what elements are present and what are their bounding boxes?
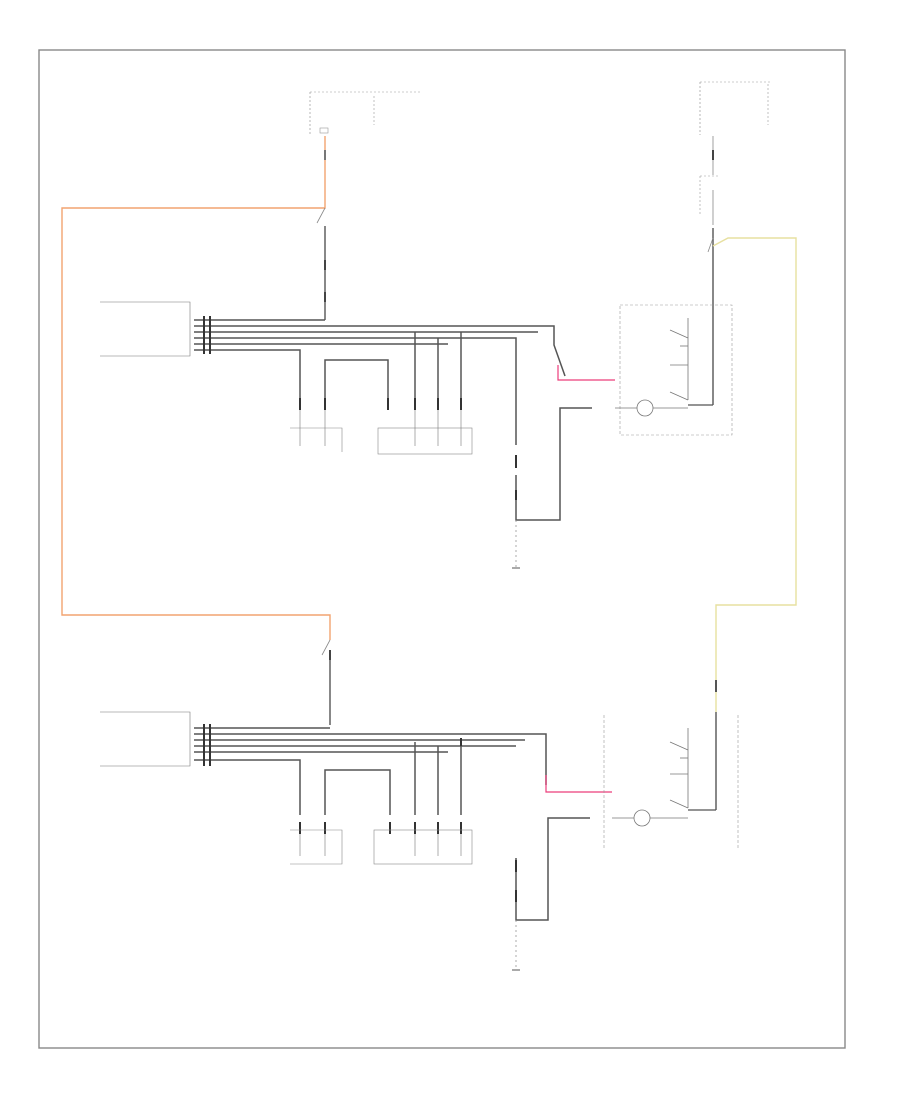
- passenger-motor-b: [373, 829, 473, 865]
- passenger-seat-module: [100, 711, 191, 767]
- passenger-motor-a: [290, 829, 343, 865]
- driver-seat-module: [100, 301, 191, 357]
- passenger-ground: [512, 920, 520, 971]
- driver-feed-wire: [316, 207, 326, 320]
- driver-seat-switch: [615, 304, 733, 436]
- fuse-block-left: [309, 91, 420, 135]
- driver-motor-b: [377, 410, 473, 455]
- connector-top-right: [699, 175, 720, 308]
- passenger-feed-wire: [321, 639, 331, 725]
- driver-harness-markers: [203, 316, 517, 500]
- driver-pink-wire: [557, 365, 615, 381]
- diagram-frame: [38, 49, 846, 1049]
- fuse-left-symbol: [319, 127, 329, 134]
- passenger-harness-markers: [203, 724, 517, 902]
- passenger-pink-wire: [545, 775, 612, 793]
- driver-harness: [194, 319, 592, 521]
- driver-ground: [512, 520, 520, 569]
- passenger-seat-switch: [603, 712, 739, 848]
- passenger-harness: [194, 727, 590, 921]
- driver-motor-a: [290, 410, 343, 452]
- fuse-block-right: [699, 81, 770, 175]
- orange-feed-wire: [61, 136, 331, 640]
- yellow-feed-wire: [712, 237, 797, 712]
